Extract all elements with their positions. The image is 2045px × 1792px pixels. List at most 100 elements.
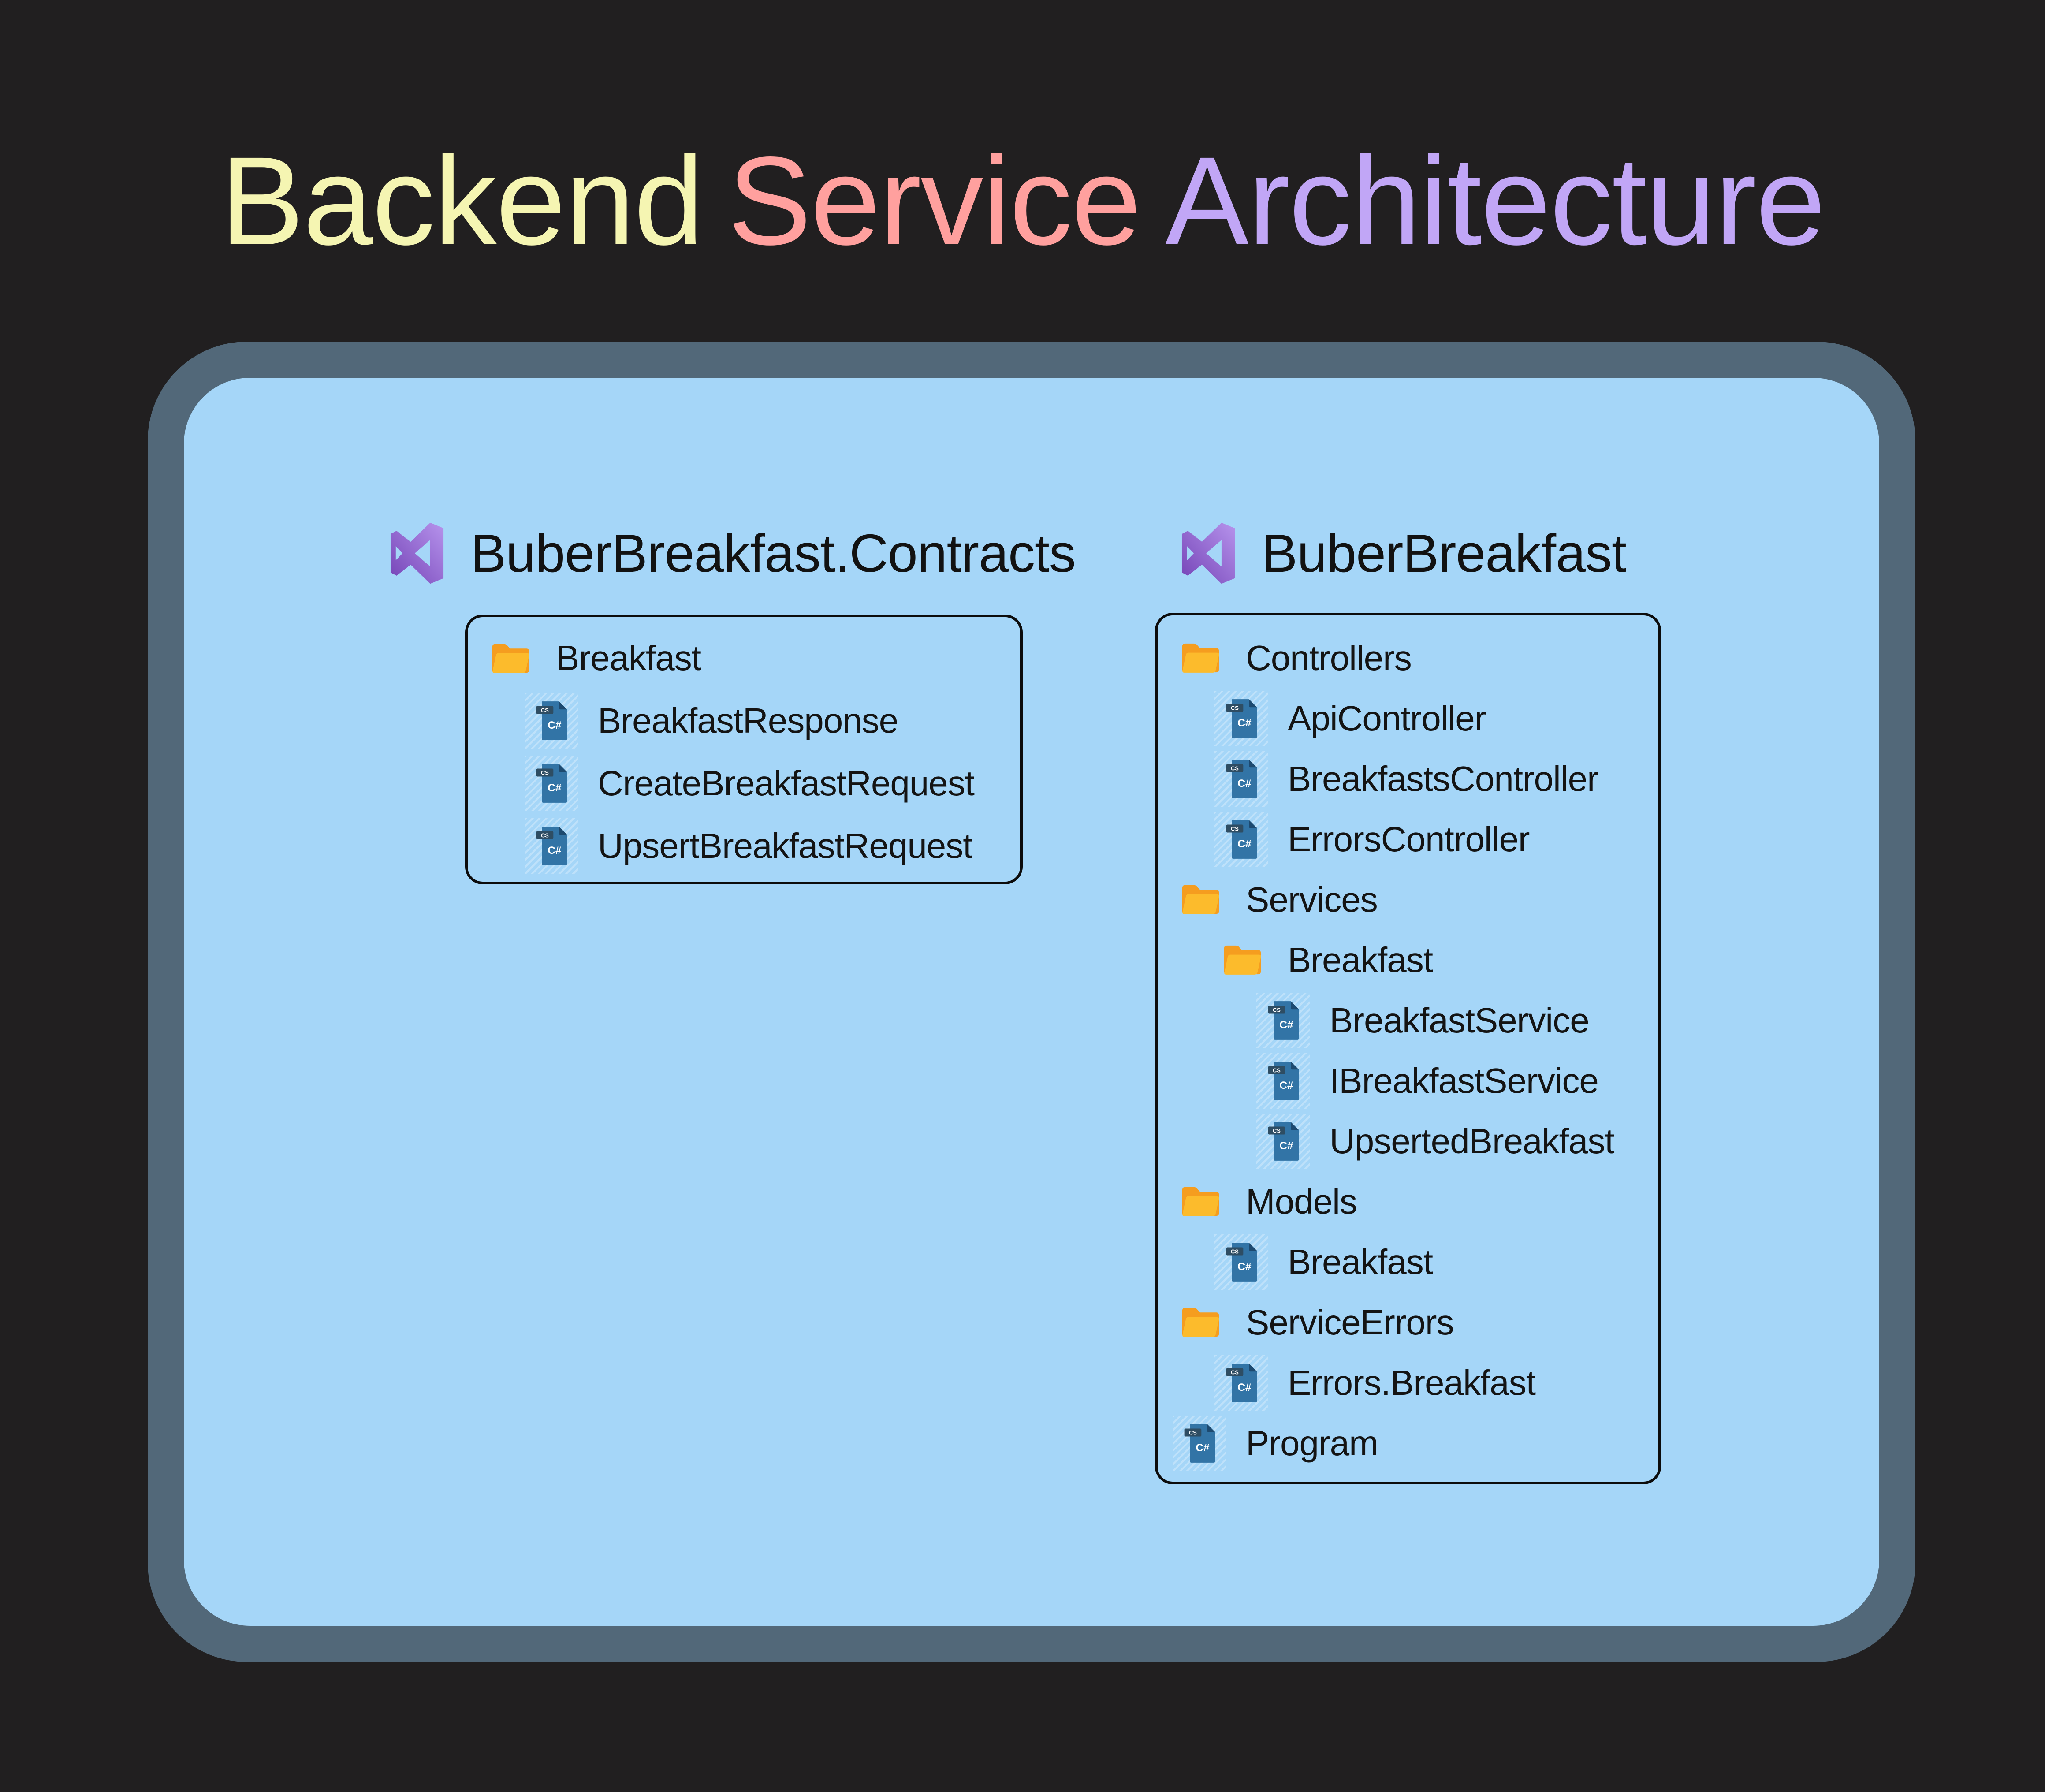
csharp-file-icon: CS C# — [1268, 1121, 1299, 1161]
tree-item-label: ApiController — [1288, 698, 1486, 738]
tree-item-createbreakfastrequest: CS C# CreateBreakfastRequest — [468, 752, 1020, 815]
svg-text:C#: C# — [1279, 1019, 1293, 1031]
csharp-file-icon: CS C# — [1184, 1423, 1215, 1463]
csharp-file-icon: CS C# — [1226, 1242, 1257, 1282]
folder-icon-slot — [1180, 640, 1222, 676]
tree-item-breakfast: CS C# Breakfast — [1158, 1232, 1658, 1292]
visual-studio-icon — [1181, 522, 1235, 584]
tree-item-label: CreateBreakfastRequest — [598, 764, 975, 803]
svg-text:CS: CS — [541, 707, 549, 714]
svg-text:C#: C# — [548, 782, 562, 794]
project-name: BuberBreakfast.Contracts — [470, 523, 1076, 583]
title-word-architecture: Architecture — [1165, 131, 1826, 271]
tree-item-label: ServiceErrors — [1246, 1302, 1454, 1342]
tree-item-apicontroller: CS C# ApiController — [1158, 688, 1658, 749]
tree-item-label: Breakfast — [1288, 1242, 1433, 1282]
project-header: BuberBreakfast — [1175, 520, 1661, 586]
csharp-file-icon-slot: CS C# — [525, 756, 578, 811]
csharp-file-icon: CS C# — [536, 827, 567, 865]
folder-icon — [1182, 885, 1219, 914]
tree-item-label: Breakfast — [1288, 940, 1433, 980]
title-word-service: Service — [727, 131, 1141, 271]
tree-item-breakfastscontroller: CS C# BreakfastsController — [1158, 749, 1658, 809]
tree-item-label: IBreakfastService — [1330, 1061, 1599, 1100]
tree-item-upsertbreakfastrequest: CS C# UpsertBreakfastRequest — [468, 815, 1020, 877]
folder-icon-slot — [1180, 1304, 1222, 1341]
csharp-file-icon: CS C# — [1226, 1363, 1257, 1402]
tree-item-breakfastservice: CS C# BreakfastService — [1158, 990, 1658, 1051]
svg-text:C#: C# — [548, 845, 562, 857]
tree-item-ibreakfastservice: CS C# IBreakfastService — [1158, 1051, 1658, 1111]
tree-item-errorscontroller: CS C# ErrorsController — [1158, 809, 1658, 869]
svg-text:CS: CS — [541, 832, 549, 839]
folder-icon — [1182, 1187, 1219, 1216]
svg-text:CS: CS — [1231, 704, 1239, 711]
csharp-file-icon: CS C# — [1226, 759, 1257, 798]
visual-studio-icon — [390, 522, 444, 584]
csharp-file-icon-slot: CS C# — [1214, 751, 1268, 807]
svg-text:C#: C# — [1237, 1261, 1252, 1273]
tree-item-label: UpsertedBreakfast — [1330, 1121, 1615, 1161]
tree-item-label: Models — [1246, 1181, 1357, 1221]
svg-text:C#: C# — [548, 719, 562, 731]
svg-text:CS: CS — [1273, 1127, 1281, 1134]
svg-text:CS: CS — [1231, 1369, 1239, 1375]
architecture-panel — [148, 342, 1915, 1662]
csharp-file-icon-slot: CS C# — [1214, 811, 1268, 867]
tree-item-label: BreakfastsController — [1288, 759, 1599, 798]
visual-studio-icon — [384, 522, 446, 585]
csharp-file-icon: CS C# — [536, 764, 567, 803]
svg-text:CS: CS — [1273, 1006, 1281, 1013]
folder-icon-slot — [1180, 1183, 1222, 1220]
csharp-file-icon-slot: CS C# — [1256, 1113, 1310, 1169]
project-name: BuberBreakfast — [1262, 523, 1627, 583]
tree-item-models: Models — [1158, 1171, 1658, 1232]
csharp-file-icon-slot: CS C# — [1173, 1415, 1226, 1471]
svg-text:C#: C# — [1237, 1382, 1252, 1393]
csharp-file-icon-slot: CS C# — [525, 818, 578, 874]
folder-icon — [1182, 643, 1219, 673]
tree-item-program: CS C# Program — [1158, 1413, 1658, 1473]
csharp-file-icon-slot: CS C# — [1214, 690, 1268, 746]
csharp-file-icon: CS C# — [1226, 820, 1257, 859]
svg-text:CS: CS — [1231, 825, 1239, 832]
tree-item-label: Controllers — [1246, 638, 1412, 678]
tree-item-breakfast: Breakfast — [1158, 930, 1658, 990]
tree-item-breakfastresponse: CS C# BreakfastResponse — [468, 689, 1020, 752]
csharp-file-icon: CS C# — [1268, 1061, 1299, 1100]
tree-item-label: Program — [1246, 1423, 1378, 1463]
tree-item-label: UpsertBreakfastRequest — [598, 826, 973, 865]
csharp-file-icon-slot: CS C# — [1214, 1355, 1268, 1411]
svg-text:C#: C# — [1279, 1140, 1293, 1152]
svg-text:CS: CS — [1231, 765, 1239, 771]
svg-text:CS: CS — [1231, 1248, 1239, 1255]
project-header: BuberBreakfast.Contracts — [384, 520, 1076, 586]
tree-item-errors-breakfast: CS C# Errors.Breakfast — [1158, 1352, 1658, 1413]
project-buberbreakfast-contracts: BuberBreakfast.Contracts Breakfast CS C#… — [384, 520, 1076, 884]
csharp-file-icon: CS C# — [1268, 1001, 1299, 1040]
svg-text:CS: CS — [1273, 1067, 1281, 1073]
title-word-backend: Backend — [220, 131, 704, 271]
project-tree-box: Controllers CS C# ApiController CS C# Br… — [1155, 613, 1661, 1484]
project-tree-box: Breakfast CS C# BreakfastResponse CS C# … — [465, 615, 1023, 884]
folder-icon-slot — [1180, 881, 1222, 918]
tree-item-serviceerrors: ServiceErrors — [1158, 1292, 1658, 1352]
csharp-file-icon-slot: CS C# — [1214, 1234, 1268, 1290]
tree-item-label: BreakfastService — [1330, 1000, 1590, 1040]
svg-text:C#: C# — [1237, 778, 1252, 790]
svg-text:C#: C# — [1196, 1442, 1210, 1454]
svg-text:CS: CS — [1189, 1429, 1197, 1436]
architecture-panel-background — [184, 378, 1879, 1626]
svg-text:C#: C# — [1279, 1080, 1293, 1092]
folder-icon-slot — [490, 640, 532, 677]
folder-icon — [1182, 1308, 1219, 1337]
tree-item-breakfast: Breakfast — [468, 627, 1020, 689]
svg-text:CS: CS — [541, 770, 549, 776]
tree-item-label: Services — [1246, 879, 1378, 919]
tree-item-label: BreakfastResponse — [598, 701, 898, 740]
tree-item-label: Breakfast — [556, 638, 701, 678]
svg-text:C#: C# — [1237, 717, 1252, 729]
tree-item-controllers: Controllers — [1158, 628, 1658, 688]
